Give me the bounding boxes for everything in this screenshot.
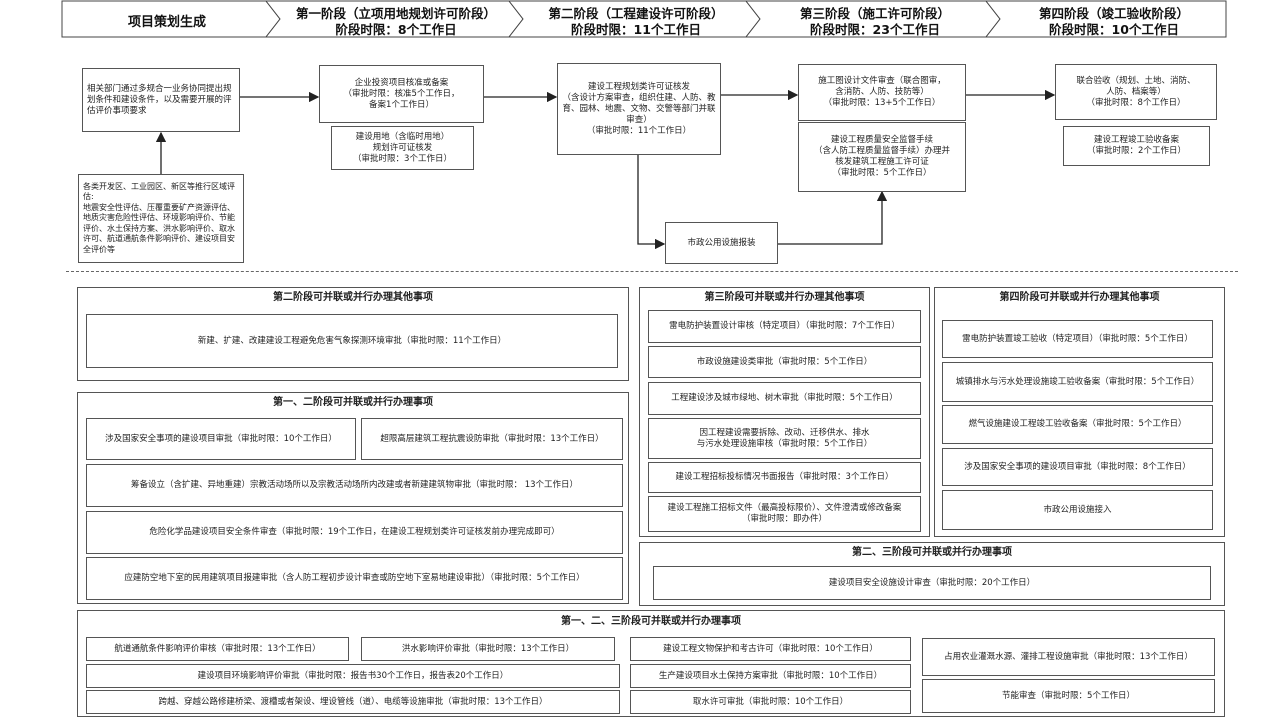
flow-connectors bbox=[155, 89, 1056, 250]
section-divider bbox=[66, 271, 1238, 272]
parallel-item: 涉及国家安全事项的建设项目审批（审批时限：8个工作日） bbox=[942, 448, 1213, 486]
stage4-joint-acceptance-box: 联合验收（规划、土地、消防、 人防、档案等） （审批时限：8个工作日） bbox=[1055, 64, 1217, 120]
parallel-item: 建设工程施工招标文件（最高投标限价）、文件澄清或修改备案 （审批时限：即办件） bbox=[648, 496, 921, 532]
stage2-planning-permit-box: 建设工程规划类许可证核发 （含设计方案审查，组织住建、人防、教育、园林、地震、文… bbox=[557, 63, 721, 155]
parallel-item: 跨越、穿越公路修建桥梁、渡槽或者架设、埋设管线（道）、电缆等设施审批（审批时限：… bbox=[86, 690, 620, 714]
parallel-item: 工程建设涉及城市绿地、树木审批（审批时限：5个工作日） bbox=[648, 382, 921, 415]
group-title: 第一、二、三阶段可并联或并行办理事项 bbox=[561, 616, 741, 627]
stage-title: 第二阶段（工程建设许可阶段） bbox=[548, 6, 724, 21]
parallel-item: 超限高层建筑工程抗震设防审批（审批时限：13个工作日） bbox=[361, 418, 623, 460]
parallel-item: 建设工程文物保护和考古许可（审批时限：10个工作日） bbox=[630, 637, 911, 661]
stage1-land-permit-box: 建设用地（含临时用地） 规划许可证核发 （审批时限：3个工作日） bbox=[331, 126, 474, 170]
parallel-item: 涉及国家安全事项的建设项目审批（审批时限：10个工作日） bbox=[86, 418, 356, 460]
parallel-item: 应建防空地下室的民用建筑项目报建审批（含人防工程初步设计审查或防空地下室易地建设… bbox=[86, 557, 623, 600]
parallel-item: 燃气设施建设工程竣工验收备案（审批时限：5个工作日） bbox=[942, 405, 1213, 444]
group-title: 第四阶段可并联或并行办理其他事项 bbox=[999, 292, 1160, 303]
stage1-project-approval-box: 企业投资项目核准或备案 （审批时限：核准5个工作日， 备案1个工作日） bbox=[319, 65, 484, 123]
group-title: 第二、三阶段可并联或并行办理事项 bbox=[852, 547, 1012, 558]
parallel-item: 市政设施建设类审批（审批时限：5个工作日） bbox=[648, 346, 921, 378]
stage3-construction-permit-box: 建设工程质量安全监督手续 （含人防工程质量监督手续）办理并 核发建筑工程施工许可… bbox=[798, 122, 966, 192]
regional-assessment-box: 各类开发区、工业园区、新区等推行区域评估: 地震安全性评估、压覆重要矿产资源评估… bbox=[78, 174, 244, 263]
group-title: 第三阶段可并联或并行办理其他事项 bbox=[704, 292, 865, 303]
stage-limit: 阶段时限：11个工作日 bbox=[571, 22, 701, 37]
parallel-item: 筹备设立（含扩建、异地重建）宗教活动场所以及宗教活动场所内改建或者新建建筑物审批… bbox=[86, 464, 623, 507]
parallel-item: 危险化学品建设项目安全条件审查（审批时限：19个工作日，在建设工程规划类许可证核… bbox=[86, 511, 623, 554]
stage-limit: 阶段时限：10个工作日 bbox=[1049, 22, 1179, 37]
parallel-item: 洪水影响评价审批（审批时限：13个工作日） bbox=[361, 637, 615, 661]
pre-planning-box: 相关部门通过多规合一业务协同提出规划条件和建设条件，以及需要开展的评估评价事项要… bbox=[82, 68, 240, 132]
parallel-item: 新建、扩建、改建建设工程避免危害气象探测环境审批（审批时限：11个工作日） bbox=[86, 314, 618, 368]
stage-title: 第四阶段（竣工验收阶段） bbox=[1038, 6, 1189, 21]
stage3-drawing-review-box: 施工图设计文件审查（联合图审， 含消防、人防、技防等） （审批时限：13+5个工… bbox=[798, 64, 966, 121]
stage-limit: 阶段时限：23个工作日 bbox=[810, 22, 940, 37]
parallel-item: 节能审查（审批时限：5个工作日） bbox=[922, 679, 1215, 713]
header-chevrons bbox=[61, 0, 1227, 38]
parallel-item: 雷电防护装置竣工验收（特定项目）（审批时限：5个工作日） bbox=[942, 320, 1213, 358]
parallel-item: 市政公用设施接入 bbox=[942, 490, 1213, 530]
stage-title: 第三阶段（施工许可阶段） bbox=[799, 6, 950, 21]
parallel-item: 城镇排水与污水处理设施竣工验收备案（审批时限：5个工作日） bbox=[942, 362, 1213, 402]
group-title: 第一、二阶段可并联或并行办理事项 bbox=[273, 397, 433, 408]
group-title: 第二阶段可并联或并行办理其他事项 bbox=[273, 292, 433, 303]
parallel-item: 建设项目安全设施设计审查（审批时限：20个工作日） bbox=[653, 566, 1211, 600]
parallel-item: 雷电防护装置设计审核（特定项目）（审批时限：7个工作日） bbox=[648, 310, 921, 343]
parallel-item: 航道通航条件影响评价审核（审批时限：13个工作日） bbox=[86, 637, 349, 661]
header-start: 项目策划生成 bbox=[127, 15, 206, 30]
stage-title: 第一阶段（立项用地规划许可阶段） bbox=[295, 6, 496, 21]
parallel-item: 占用农业灌溉水源、灌排工程设施审批（审批时限：13个工作日） bbox=[922, 638, 1215, 676]
stage-limit: 阶段时限：8个工作日 bbox=[335, 22, 457, 37]
parallel-item: 建设工程招标投标情况书面报告（审批时限：3个工作日） bbox=[648, 462, 921, 493]
parallel-item: 建设项目环境影响评价审批（审批时限：报告书30个工作日，报告表20个工作日） bbox=[86, 664, 620, 688]
parallel-item: 取水许可审批（审批时限：10个工作日） bbox=[630, 690, 911, 714]
municipal-utility-box: 市政公用设施报装 bbox=[665, 222, 778, 264]
stage4-completion-filing-box: 建设工程竣工验收备案 （审批时限：2个工作日） bbox=[1063, 126, 1210, 166]
parallel-item: 生产建设项目水土保持方案审批（审批时限：10个工作日） bbox=[630, 664, 911, 688]
parallel-item: 因工程建设需要拆除、改动、迁移供水、排水 与污水处理设施审核（审批时限：5个工作… bbox=[648, 418, 921, 459]
